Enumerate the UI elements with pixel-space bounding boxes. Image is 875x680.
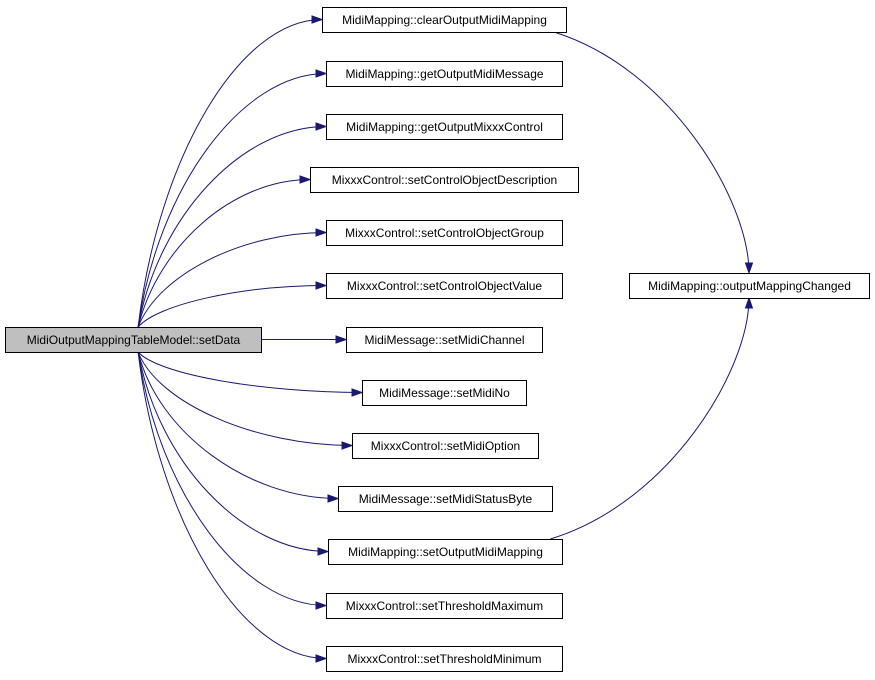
- node-box: [326, 61, 563, 87]
- edge-root-to-n5: [137, 232, 327, 328]
- arrowhead-n11-to-target: [744, 296, 754, 309]
- arrowhead-root-to-n1: [311, 15, 324, 24]
- node-label: MixxxControl::setControlObjectGroup: [345, 226, 544, 240]
- node-midi-mapping-set-output-midi-mapping[interactable]: MidiMapping::setOutputMidiMapping: [328, 539, 563, 565]
- node-label: MixxxControl::setControlObjectDescriptio…: [332, 173, 557, 187]
- node-label: MidiMapping::clearOutputMidiMapping: [342, 13, 547, 27]
- edge-root-to-n9: [137, 351, 353, 446]
- edge-root-to-n6: [137, 285, 327, 328]
- arrowhead-root-to-n5: [315, 228, 328, 237]
- node-label: MixxxControl::setControlObjectValue: [347, 279, 543, 293]
- node-box: [310, 167, 579, 193]
- node-box: [346, 327, 543, 353]
- node-box: [326, 593, 563, 619]
- node-label: MidiMapping::setOutputMidiMapping: [348, 545, 543, 559]
- node-mixxx-control-set-control-object-value[interactable]: MixxxControl::setControlObjectValue: [326, 273, 563, 299]
- arrowhead-root-to-n7: [335, 335, 348, 344]
- node-midi-message-set-midi-no[interactable]: MidiMessage::setMidiNo: [362, 380, 527, 406]
- node-midi-mapping-output-mapping-changed[interactable]: MidiMapping::outputMappingChanged: [629, 273, 870, 299]
- node-mixxx-control-set-control-object-description[interactable]: MixxxControl::setControlObjectDescriptio…: [310, 167, 579, 193]
- arrowhead-root-to-n11: [317, 547, 330, 556]
- node-box: [362, 380, 527, 406]
- node-label: MixxxControl::setThresholdMaximum: [346, 599, 543, 613]
- node-midi-mapping-get-output-mixxx-control[interactable]: MidiMapping::getOutputMixxxControl: [326, 114, 563, 140]
- node-label: MidiMessage::setMidiChannel: [364, 333, 524, 347]
- edge-root-to-n10: [137, 351, 339, 499]
- node-midi-message-set-midi-channel[interactable]: MidiMessage::setMidiChannel: [346, 327, 543, 353]
- node-mixxx-control-set-threshold-minimum[interactable]: MixxxControl::setThresholdMinimum: [326, 646, 563, 672]
- node-box: [326, 273, 563, 299]
- edge-root-to-n3: [137, 126, 327, 328]
- edge-root-to-n1: [137, 19, 323, 328]
- node-box: [629, 273, 870, 299]
- edges-layer: [137, 15, 754, 663]
- node-box: [326, 646, 563, 672]
- node-label: MidiMapping::getOutputMidiMessage: [345, 67, 543, 81]
- node-box: [328, 539, 563, 565]
- node-label: MidiMessage::setMidiNo: [379, 386, 510, 400]
- edge-n11-to-target: [550, 297, 750, 540]
- node-mixxx-control-set-control-object-group[interactable]: MixxxControl::setControlObjectGroup: [326, 220, 563, 246]
- node-mixxx-control-set-midi-option[interactable]: MixxxControl::setMidiOption: [352, 433, 539, 459]
- edge-root-to-n13: [137, 351, 327, 659]
- node-label: MidiMapping::getOutputMixxxControl: [346, 120, 543, 134]
- node-box: [326, 220, 563, 246]
- node-label: MixxxControl::setThresholdMinimum: [347, 652, 541, 666]
- node-midi-message-set-midi-status-byte[interactable]: MidiMessage::setMidiStatusByte: [338, 486, 553, 512]
- node-label: MidiMessage::setMidiStatusByte: [359, 492, 533, 506]
- edge-root-to-n8: [137, 351, 363, 393]
- node-box: [322, 7, 567, 33]
- node-label: MidiOutputMappingTableModel::setData: [27, 333, 241, 347]
- node-label: MidiMapping::outputMappingChanged: [648, 279, 851, 293]
- arrowhead-root-to-n6: [315, 281, 328, 290]
- arrowhead-root-to-n3: [315, 122, 328, 131]
- arrowhead-n1-to-target: [744, 262, 754, 275]
- nodes-layer: MidiOutputMappingTableModel::setDataMidi…: [5, 7, 870, 672]
- node-mixxx-control-set-threshold-maximum[interactable]: MixxxControl::setThresholdMaximum: [326, 593, 563, 619]
- node-midi-mapping-clear-output-midi-mapping[interactable]: MidiMapping::clearOutputMidiMapping: [322, 7, 567, 33]
- node-midi-output-mapping-table-model-set-data[interactable]: MidiOutputMappingTableModel::setData: [5, 327, 262, 353]
- node-box: [352, 433, 539, 459]
- edge-root-to-n12: [137, 351, 327, 606]
- node-label: MixxxControl::setMidiOption: [371, 439, 520, 453]
- edge-root-to-n11: [137, 351, 329, 552]
- node-box: [5, 327, 262, 353]
- node-midi-mapping-get-output-midi-message[interactable]: MidiMapping::getOutputMidiMessage: [326, 61, 563, 87]
- edge-root-to-n2: [137, 73, 327, 328]
- edge-n1-to-target: [553, 31, 750, 274]
- arrowhead-root-to-n13: [315, 654, 328, 663]
- arrowhead-root-to-n4: [299, 175, 312, 184]
- arrowhead-root-to-n8: [351, 388, 364, 397]
- arrowhead-root-to-n12: [315, 601, 328, 610]
- node-box: [326, 114, 563, 140]
- arrowhead-root-to-n2: [315, 69, 328, 78]
- arrowhead-root-to-n10: [327, 494, 340, 503]
- node-box: [338, 486, 553, 512]
- arrowhead-root-to-n9: [341, 441, 354, 450]
- edge-root-to-n4: [137, 179, 311, 328]
